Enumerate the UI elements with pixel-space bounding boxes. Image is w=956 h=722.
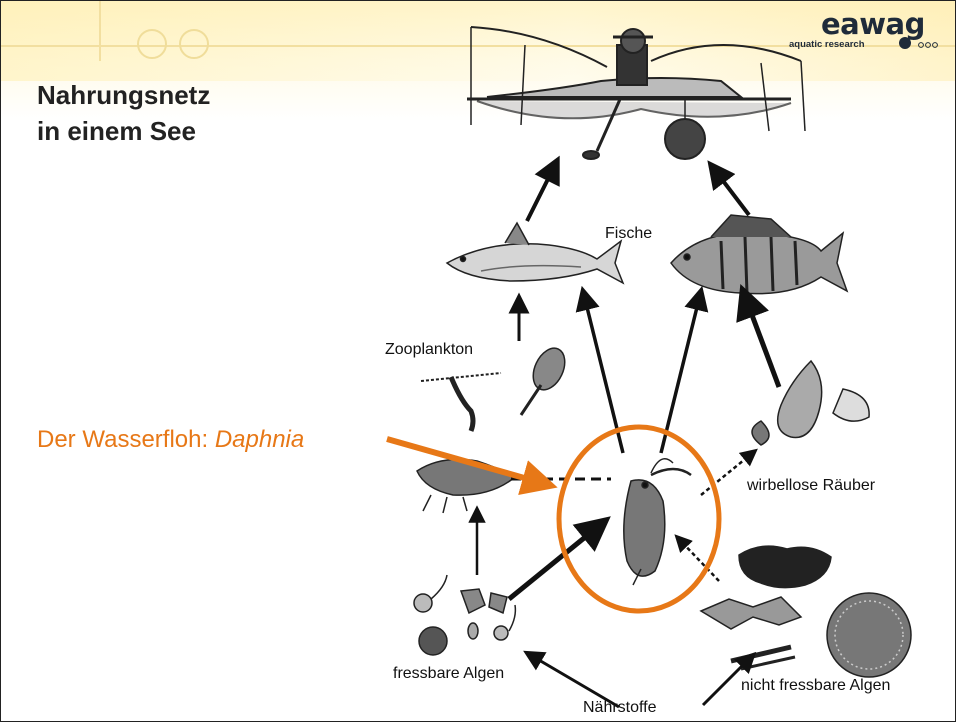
label-edible-algae: fressbare Algen [393,665,504,683]
label-fish: Fische [605,225,652,243]
label-inedible-algae: nicht fressbare Algen [741,677,890,695]
invertebrate-predator-illustration [752,361,869,445]
daphnia-illustration [624,459,691,585]
label-zooplankton: Zooplankton [385,341,473,359]
label-invertebrate-predators: wirbellose Räuber [747,477,875,495]
callout-prefix: Der Wasserfloh: [37,426,215,453]
fish-trout-illustration [447,223,623,283]
daphnia-callout: Der Wasserfloh: Daphnia [37,426,304,454]
fisherman-boat-illustration [467,27,805,159]
label-nutrients: Nährstoffe [583,699,657,717]
callout-taxon: Daphnia [215,426,304,453]
fish-perch-illustration [671,215,847,294]
inedible-algae-illustration [701,546,911,677]
edible-algae-illustration [414,575,515,655]
